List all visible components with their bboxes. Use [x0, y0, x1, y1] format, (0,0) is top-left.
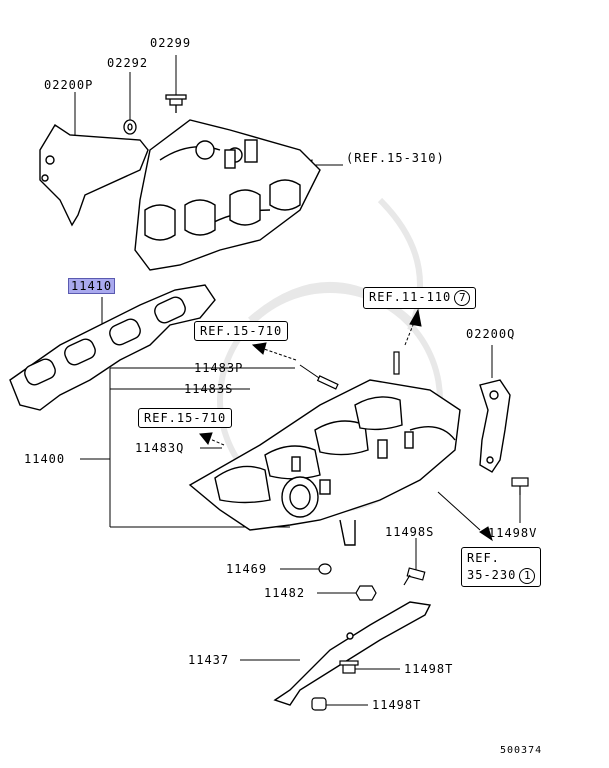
label-02292: 02292	[107, 56, 149, 70]
label-11483P: 11483P	[194, 361, 244, 375]
bracket-11437	[273, 601, 432, 706]
diagram-id: 500374	[500, 745, 543, 756]
label-02200P: 02200P	[44, 78, 94, 92]
bolt-02299	[165, 94, 187, 113]
washer-11469	[318, 563, 332, 575]
ref-box-35-230-line1: REF.	[467, 551, 500, 565]
bracket-02200P	[39, 124, 149, 227]
ref-box-11-110-circle-number: 7	[454, 290, 471, 306]
nut-11482	[355, 585, 377, 601]
label-11498V: 11498V	[488, 526, 538, 540]
bolt-11498T-b	[311, 697, 327, 711]
ref-box-15-710-b-text: REF.15-710	[144, 411, 227, 425]
stud-11483S	[393, 351, 400, 375]
bracket-02200Q	[479, 379, 511, 473]
label-02200Q: 02200Q	[466, 327, 516, 341]
label-11483S: 11483S	[184, 382, 234, 396]
label-02299: 02299	[150, 36, 192, 50]
ref-box-11-110-text: REF.11-110	[369, 290, 452, 304]
nut-02292	[123, 119, 137, 135]
ref-box-35-230-line2: 35-230	[467, 568, 517, 582]
label-11410: 11410	[68, 278, 116, 294]
label-11482: 11482	[264, 586, 306, 600]
label-11437: 11437	[188, 653, 230, 667]
label-ref-15-310: (REF.15-310)	[346, 151, 445, 165]
ref-box-15-710-a-text: REF.15-710	[200, 324, 283, 338]
stud-11483P	[316, 375, 339, 390]
leader-lines	[60, 55, 521, 706]
label-11483Q: 11483Q	[135, 441, 185, 455]
bolt-11498V	[511, 477, 529, 495]
bolt-11498S	[403, 567, 426, 586]
label-11498T-b: 11498T	[372, 698, 422, 712]
ref-box-15-710-a: REF.15-710	[194, 321, 289, 341]
exhaust-manifold	[134, 119, 321, 271]
ref-box-35-230-circle-number: 1	[519, 568, 536, 584]
bolt-11498T-a	[339, 660, 359, 674]
label-11498S: 11498S	[385, 525, 435, 539]
label-11469: 11469	[226, 562, 268, 576]
ref-box-15-710-b: REF.15-710	[138, 408, 233, 428]
label-11400: 11400	[24, 452, 66, 466]
gasket-11410	[9, 284, 216, 411]
intake-manifold	[188, 379, 461, 546]
label-11498T-a: 11498T	[404, 662, 454, 676]
